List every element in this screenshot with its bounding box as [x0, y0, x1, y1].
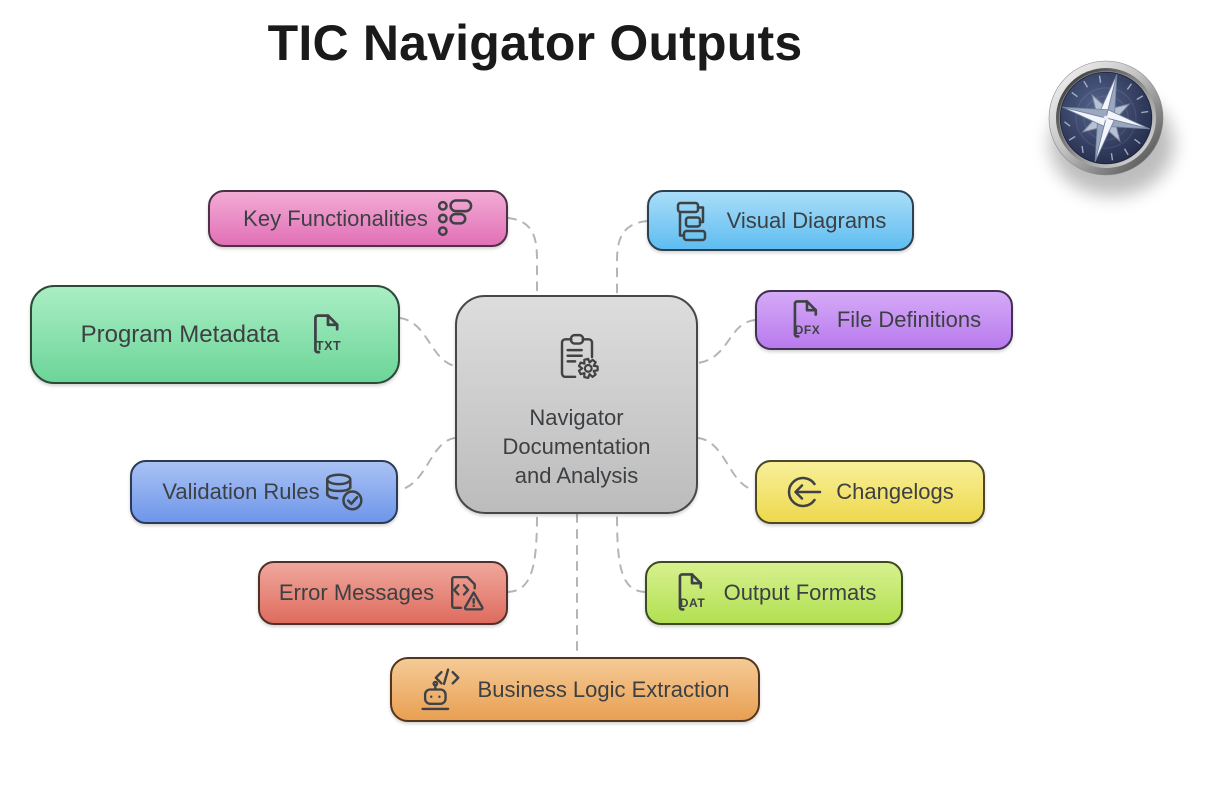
- node-label-error-messages: Error Messages: [278, 580, 435, 605]
- svg-text:DAT: DAT: [679, 596, 705, 610]
- node-label-file-definitions: File Definitions: [836, 307, 982, 332]
- svg-text:DFX: DFX: [795, 323, 821, 337]
- output-formats-file-type-icon: DAT: [672, 570, 712, 616]
- node-label-validation-rules: Validation Rules: [162, 479, 320, 504]
- node-business-logic-extraction[interactable]: Business Logic Extraction: [390, 657, 760, 722]
- node-program-metadata[interactable]: Program Metadata TXT: [30, 285, 400, 384]
- connector-visual-diagrams: [616, 220, 648, 296]
- clipboard-gear-icon: [545, 329, 609, 389]
- connector-output-formats: [616, 513, 646, 593]
- svg-text:TXT: TXT: [316, 338, 341, 352]
- node-central[interactable]: Navigator Documentation and Analysis: [455, 295, 698, 514]
- visual-diagrams-workflow-icon: [675, 200, 715, 242]
- node-label-business-logic-extraction: Business Logic Extraction: [477, 676, 730, 702]
- node-output-formats[interactable]: DAT Output Formats: [645, 561, 903, 625]
- node-label-central: Navigator Documentation and Analysis: [502, 404, 651, 489]
- node-label-visual-diagrams: Visual Diagrams: [726, 207, 887, 233]
- validation-rules-database-check-icon: [322, 471, 366, 513]
- node-file-definitions[interactable]: DFX File Definitions: [755, 290, 1013, 350]
- compass-icon: [1048, 60, 1174, 196]
- node-visual-diagrams[interactable]: Visual Diagrams: [647, 190, 914, 251]
- connector-program-metadata: [399, 317, 456, 367]
- compass-rose-major: [1062, 74, 1150, 162]
- file-definitions-file-type-icon: DFX: [787, 297, 827, 343]
- connector-changelogs: [697, 437, 756, 491]
- program-metadata-file-type-icon: TXT: [307, 311, 349, 359]
- node-label-program-metadata: Program Metadata: [80, 320, 280, 348]
- key-functionalities-list-options-icon: [436, 196, 473, 241]
- connector-key-functionalities: [507, 217, 538, 296]
- page-title: TIC Navigator Outputs: [267, 15, 803, 71]
- node-validation-rules[interactable]: Validation Rules: [130, 460, 398, 524]
- business-logic-extraction-robot-code-icon: [420, 666, 466, 713]
- changelogs-arrow-left-circle-icon: [786, 473, 824, 511]
- connector-error-messages: [507, 513, 538, 593]
- node-key-functionalities[interactable]: Key Functionalities: [208, 190, 508, 247]
- connector-validation-rules: [397, 437, 456, 491]
- connector-file-definitions: [697, 319, 756, 364]
- node-changelogs[interactable]: Changelogs: [755, 460, 985, 524]
- node-label-changelogs: Changelogs: [836, 479, 954, 504]
- error-messages-file-code-warning-icon: [444, 572, 487, 615]
- node-label-output-formats: Output Formats: [723, 580, 877, 605]
- node-error-messages[interactable]: Error Messages: [258, 561, 508, 625]
- node-label-key-functionalities: Key Functionalities: [243, 205, 428, 231]
